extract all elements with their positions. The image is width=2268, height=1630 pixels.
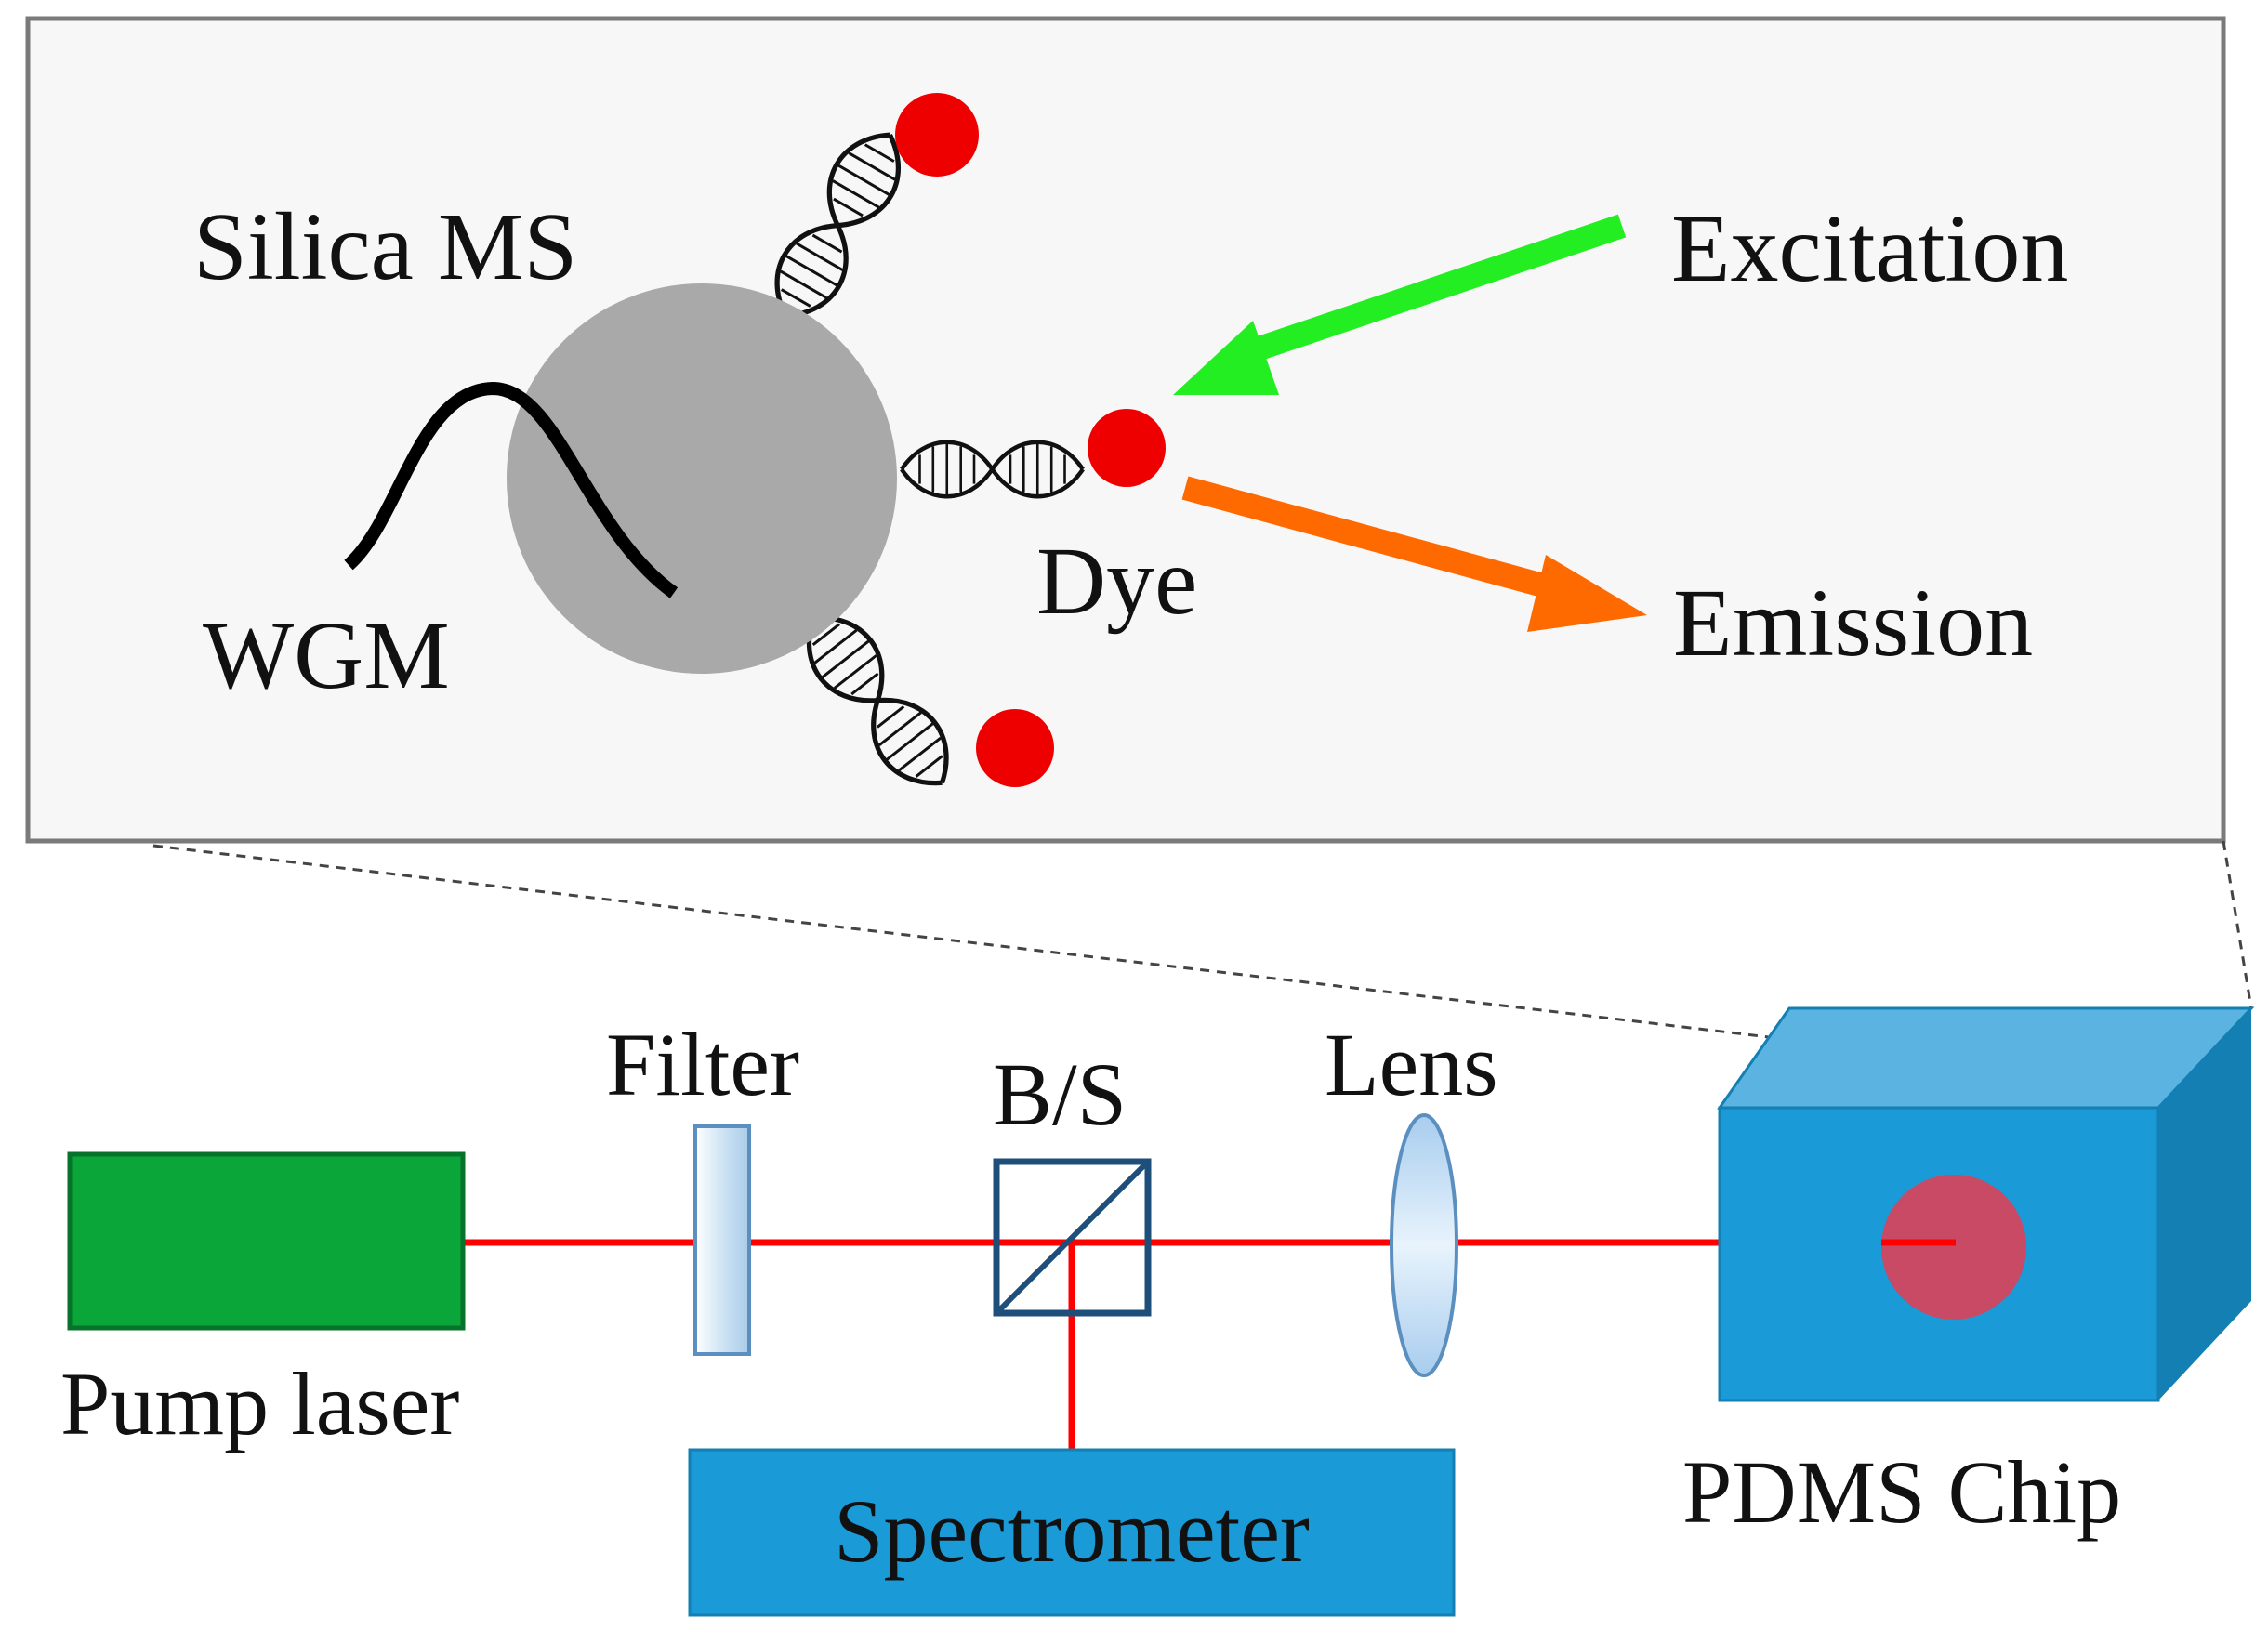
pump-laser-label: Pump laser	[60, 1354, 459, 1453]
microsphere-icon	[507, 283, 897, 674]
lens-label: Lens	[1325, 1015, 1498, 1114]
wgm-label: WGM	[203, 602, 450, 709]
pdms-chip-label: PDMS Chip	[1682, 1442, 2121, 1542]
lens-icon	[1390, 1113, 1458, 1377]
dye-molecule-icon	[976, 709, 1054, 787]
excitation-arrow	[1173, 214, 1627, 395]
dye-label: Dye	[1036, 528, 1197, 635]
emission-arrow	[1181, 476, 1647, 632]
excitation-label: Excitation	[1671, 195, 2068, 302]
beam-splitter-label: B/S	[993, 1045, 1127, 1144]
spectrometer: Spectrometer	[688, 1448, 1456, 1617]
dye-molecule-icon	[1088, 409, 1166, 487]
spectrometer-label: Spectrometer	[834, 1481, 1310, 1581]
emission-label: Emission	[1673, 570, 2033, 677]
pump-laser	[67, 1151, 466, 1331]
beam-splitter-icon	[993, 1158, 1152, 1317]
filter-label: Filter	[606, 1015, 799, 1114]
chip-sample-spot	[1881, 1175, 2026, 1320]
pdms-chip	[1717, 1006, 2255, 1402]
wgm-mode-icon	[344, 381, 679, 598]
silica-ms-label: Silica MS	[193, 193, 577, 300]
dye-molecule-icon	[895, 93, 979, 177]
filter-icon	[693, 1124, 751, 1356]
zoom-lines	[152, 840, 2253, 1041]
